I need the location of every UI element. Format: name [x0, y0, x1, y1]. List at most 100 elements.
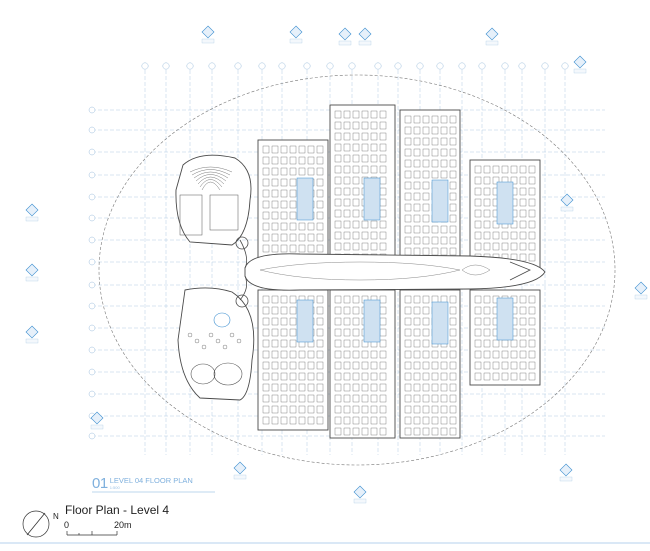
desk-cluster [361, 427, 369, 436]
desk-cluster [370, 416, 378, 425]
desk-cluster [404, 126, 412, 135]
section-marker-icon [485, 27, 499, 41]
desk-cluster [334, 350, 342, 359]
desk-cluster [262, 361, 270, 370]
desk-cluster [431, 236, 439, 245]
building-wing [329, 289, 396, 439]
desk-cluster [298, 383, 306, 392]
desk-cluster [483, 231, 491, 240]
desk-cluster [474, 176, 482, 185]
grid-bubble [458, 62, 466, 70]
desk-cluster [510, 242, 518, 251]
desk-cluster [379, 154, 387, 163]
seat-row [197, 176, 225, 185]
desk-cluster [422, 214, 430, 223]
desk-cluster [334, 132, 342, 141]
seat-row [193, 171, 229, 179]
desk-cluster [262, 317, 270, 326]
desk-cluster [289, 416, 297, 425]
desk-cluster [316, 405, 324, 414]
desk-cluster [298, 350, 306, 359]
grid-bubble [541, 62, 549, 70]
building-wing [399, 289, 461, 439]
desk-cluster [298, 361, 306, 370]
desk-cluster [370, 231, 378, 240]
desk-cluster [352, 416, 360, 425]
grid-bubble [348, 62, 356, 70]
central-atrium [244, 253, 546, 291]
desk-cluster [262, 383, 270, 392]
desk-cluster [449, 247, 457, 256]
desk-cluster [334, 328, 342, 337]
desk-cluster [510, 372, 518, 381]
desk-cluster [316, 178, 324, 187]
desk-cluster [413, 361, 421, 370]
desk-cluster [280, 405, 288, 414]
desk-cluster [413, 159, 421, 168]
desk-cluster [262, 295, 270, 304]
circulation-core [496, 297, 514, 341]
desk-cluster [289, 306, 297, 315]
desk-cluster [280, 306, 288, 315]
desk-cluster [440, 405, 448, 414]
desk-cluster [361, 165, 369, 174]
scale-end-label: 20m [114, 520, 132, 530]
desk-cluster [334, 154, 342, 163]
desk-cluster [316, 372, 324, 381]
seat [215, 338, 221, 344]
desk-cluster [271, 244, 279, 253]
desk-cluster [334, 220, 342, 229]
grid-bubble [88, 281, 96, 289]
desk-cluster [449, 115, 457, 124]
desk-cluster [307, 350, 315, 359]
desk-cluster [370, 427, 378, 436]
desk-cluster [519, 231, 527, 240]
desk-cluster [370, 372, 378, 381]
desk-cluster [307, 383, 315, 392]
desk-cluster [262, 222, 270, 231]
desk-cluster [510, 339, 518, 348]
desk-cluster [262, 405, 270, 414]
seat-row [189, 166, 233, 173]
desk-cluster [528, 295, 536, 304]
section-marker-tag [559, 476, 573, 482]
desk-cluster [440, 372, 448, 381]
desk-cluster [280, 145, 288, 154]
desk-cluster [413, 306, 421, 315]
desk-cluster [271, 200, 279, 209]
desk-cluster [519, 176, 527, 185]
desk-cluster [404, 236, 412, 245]
desk-cluster [343, 143, 351, 152]
desk-cluster [528, 306, 536, 315]
grid-bubble [561, 62, 569, 70]
desk-cluster [334, 394, 342, 403]
desk-cluster [361, 242, 369, 251]
desk-cluster [449, 383, 457, 392]
grid-bubble [88, 148, 96, 156]
desk-cluster [483, 209, 491, 218]
desk-cluster [528, 339, 536, 348]
desk-cluster [262, 178, 270, 187]
grid-bubble [141, 62, 149, 70]
desk-cluster [352, 209, 360, 218]
desk-cluster [483, 220, 491, 229]
desk-cluster [271, 222, 279, 231]
desk-cluster [361, 416, 369, 425]
grid-bubble [88, 171, 96, 179]
desk-cluster [352, 350, 360, 359]
desk-cluster [449, 181, 457, 190]
desk-cluster [334, 198, 342, 207]
desk-cluster [280, 295, 288, 304]
desk-cluster [528, 372, 536, 381]
seat [208, 332, 214, 338]
desk-cluster [422, 405, 430, 414]
desk-cluster [379, 165, 387, 174]
desk-cluster [413, 383, 421, 392]
desk-cluster [361, 361, 369, 370]
grid-bubble [374, 62, 382, 70]
lounge [177, 287, 255, 401]
grid-bubble [416, 62, 424, 70]
desk-cluster [343, 132, 351, 141]
desk-cluster [262, 416, 270, 425]
